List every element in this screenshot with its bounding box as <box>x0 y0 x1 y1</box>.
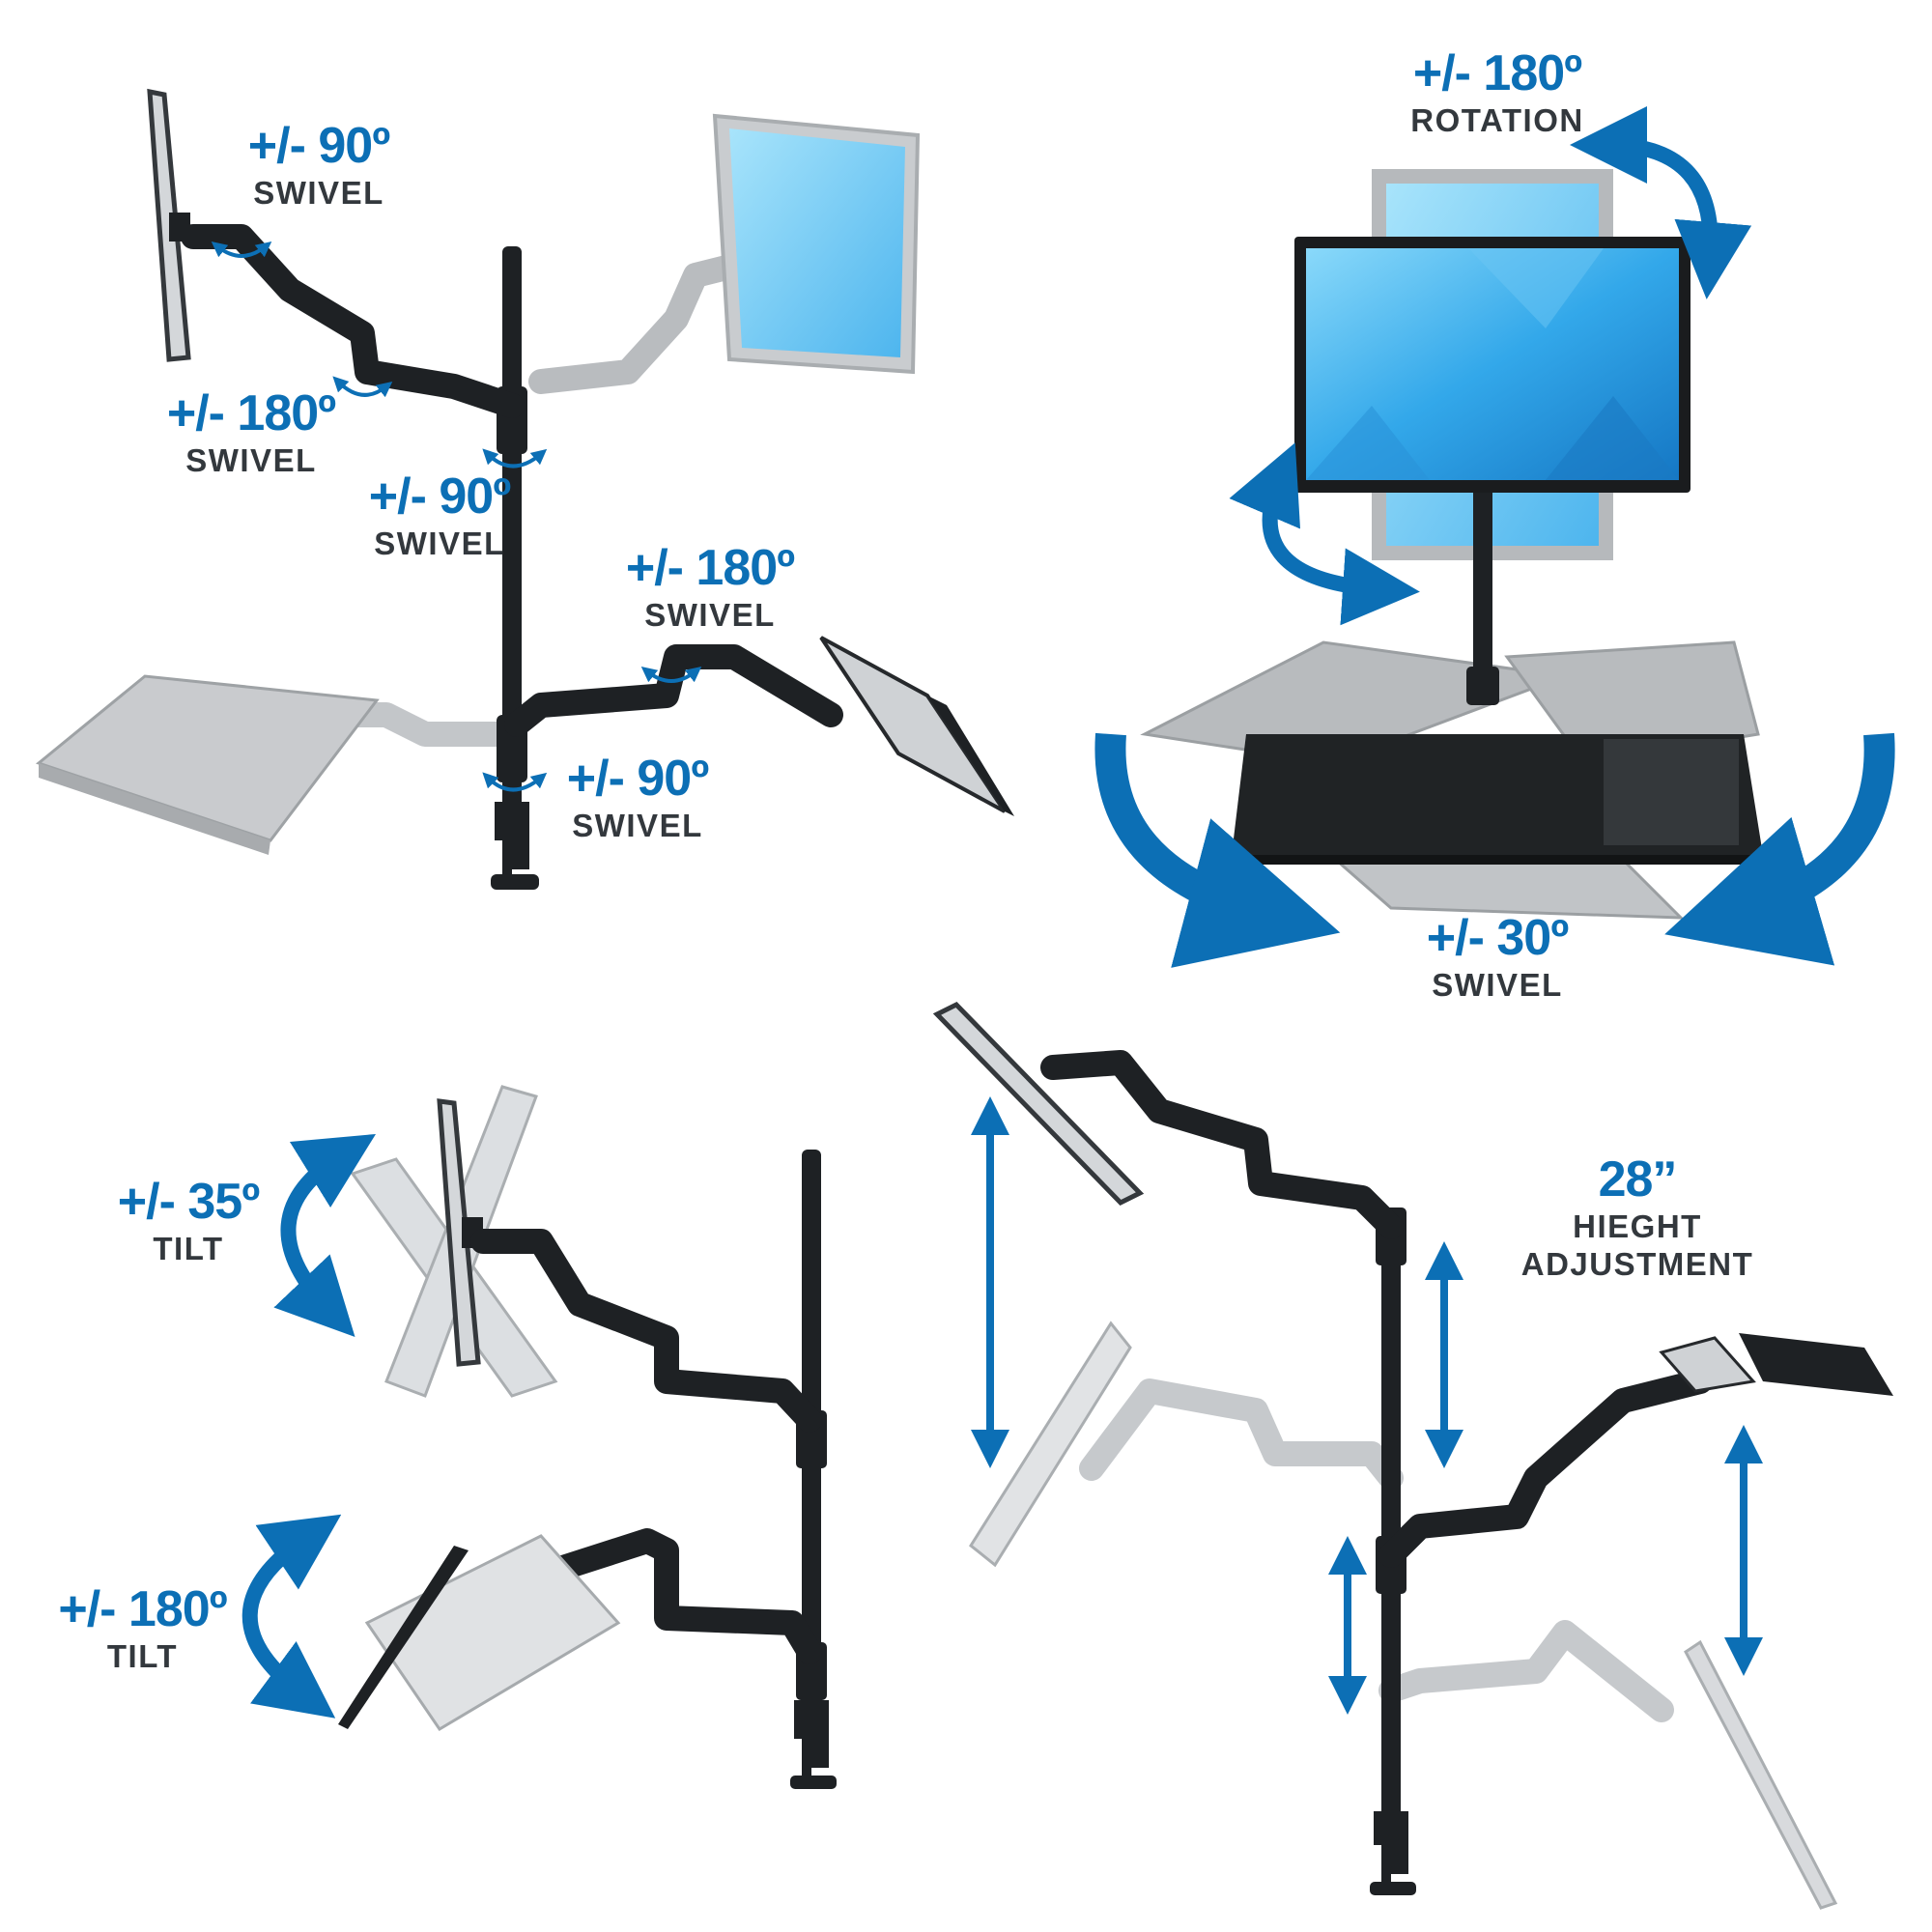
label-tl-keyboard-arm-swivel: +/- 180º SWIVEL <box>580 543 840 631</box>
degrees: +/- 90º <box>368 469 511 525</box>
tilt-arrow-icon <box>273 1133 376 1338</box>
word: TILT <box>153 1231 224 1266</box>
rotation-arrow-icon <box>1570 106 1752 299</box>
swivel-arrow-icon <box>1094 732 1341 968</box>
word: SWIVEL <box>644 597 776 633</box>
monitor-arm <box>470 1229 822 1433</box>
label-bl-tray-tilt: +/- 180º TILT <box>24 1584 261 1672</box>
desk-clamp <box>495 802 529 884</box>
label-bl-monitor-tilt: +/- 35º TILT <box>92 1177 285 1264</box>
top-left-panel <box>35 88 1014 890</box>
degrees: +/- 180º <box>58 1581 227 1637</box>
swivel-arrow-icon <box>482 448 548 469</box>
degrees: +/- 90º <box>247 118 390 174</box>
swivel-arrow-icon <box>640 667 702 683</box>
swivel-arrow-icon <box>332 376 393 398</box>
rotation-arrow-icon <box>1229 442 1420 626</box>
keyboard-arm-right <box>504 644 843 737</box>
degrees: +/- 180º <box>1412 45 1582 101</box>
degrees: +/- 90º <box>566 751 709 807</box>
bottom-right-panel <box>932 1001 1893 1910</box>
label-br-height: 28” HIEGHT ADJUSTMENT <box>1488 1154 1787 1280</box>
ghost-keyboard-tray-left <box>35 674 515 855</box>
word: SWIVEL <box>1432 967 1563 1003</box>
label-tl-arm-swivel: +/- 180º SWIVEL <box>121 388 382 476</box>
line2: ADJUSTMENT <box>1520 1246 1754 1282</box>
keyboard-tray-front <box>1232 734 1763 865</box>
label-tl-pole-swivel: +/- 90º SWIVEL <box>319 471 560 559</box>
top-right-panel <box>1094 106 1895 968</box>
word: SWIVEL <box>185 442 317 478</box>
monitor-arm-left <box>181 224 525 418</box>
label-tl-monitor-swivel: +/- 90º SWIVEL <box>198 121 440 209</box>
word: TILT <box>106 1638 179 1674</box>
word: SWIVEL <box>572 808 703 843</box>
ghost-monitor-right <box>528 113 921 394</box>
degrees: +/- 180º <box>625 540 795 596</box>
monitor-left <box>147 88 191 362</box>
swivel-arrow-icon <box>1664 732 1895 966</box>
keyboard-arm <box>1378 1369 1713 1568</box>
monitor-front <box>1294 237 1690 493</box>
label-tl-base-swivel: +/- 90º SWIVEL <box>517 753 758 841</box>
bottom-left-panel <box>242 1085 837 1789</box>
degrees: +/- 180º <box>166 385 336 441</box>
word: ROTATION <box>1410 102 1584 138</box>
swivel-arrow-icon <box>211 242 272 258</box>
word: SWIVEL <box>374 526 505 561</box>
degrees: +/- 35º <box>117 1174 260 1230</box>
degrees: 28” <box>1598 1151 1678 1208</box>
label-tr-rotation: +/- 180º ROTATION <box>1352 48 1642 136</box>
tilt-arrow-icon <box>242 1514 342 1719</box>
word: SWIVEL <box>253 175 384 211</box>
line1: HIEGHT <box>1573 1208 1702 1244</box>
degrees: +/- 30º <box>1426 910 1569 966</box>
monitor-arm <box>1040 1050 1404 1239</box>
keyboard-tray-right <box>819 636 1014 816</box>
swivel-arrow-icon <box>482 772 548 792</box>
label-tr-tray-swivel: +/- 30º SWIVEL <box>1372 913 1623 1001</box>
